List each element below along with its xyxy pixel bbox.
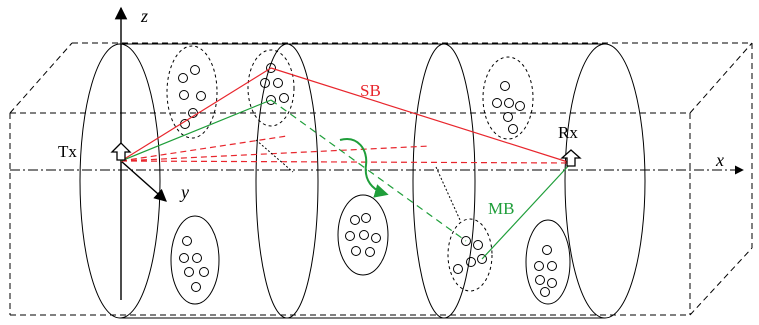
cluster-top-left bbox=[166, 45, 218, 139]
leader-lines bbox=[255, 139, 461, 221]
mb-curved-arrow bbox=[339, 138, 389, 198]
cluster-mb bbox=[447, 218, 493, 292]
single-bounce-paths bbox=[120, 67, 572, 164]
cluster-top-right bbox=[482, 56, 534, 140]
rx-label: Rx bbox=[558, 123, 578, 142]
tx-antenna-icon bbox=[110, 142, 132, 161]
sb-label: SB bbox=[360, 81, 381, 100]
z-axis-label: z bbox=[140, 6, 148, 26]
cluster-center bbox=[337, 194, 389, 276]
bounding-box bbox=[9, 42, 753, 316]
x-axis-label: x bbox=[715, 150, 724, 170]
cylinder-end-left bbox=[79, 43, 161, 319]
cluster-bottom-left bbox=[170, 215, 220, 305]
cylinder-end-right bbox=[564, 43, 646, 319]
tx-label: Tx bbox=[58, 142, 77, 161]
scatter-ring-2 bbox=[412, 43, 476, 319]
multi-bounce-paths bbox=[120, 99, 572, 260]
cluster-bottom-right bbox=[525, 219, 571, 305]
scatterer-clusters bbox=[166, 45, 571, 305]
y-axis bbox=[120, 160, 167, 202]
y-axis-label: y bbox=[179, 182, 189, 202]
cluster-sb bbox=[247, 49, 295, 127]
rx-antenna-icon bbox=[560, 149, 582, 167]
scatter-ring-1 bbox=[255, 43, 319, 319]
mb-label: MB bbox=[488, 199, 514, 218]
cylinder bbox=[79, 43, 646, 319]
